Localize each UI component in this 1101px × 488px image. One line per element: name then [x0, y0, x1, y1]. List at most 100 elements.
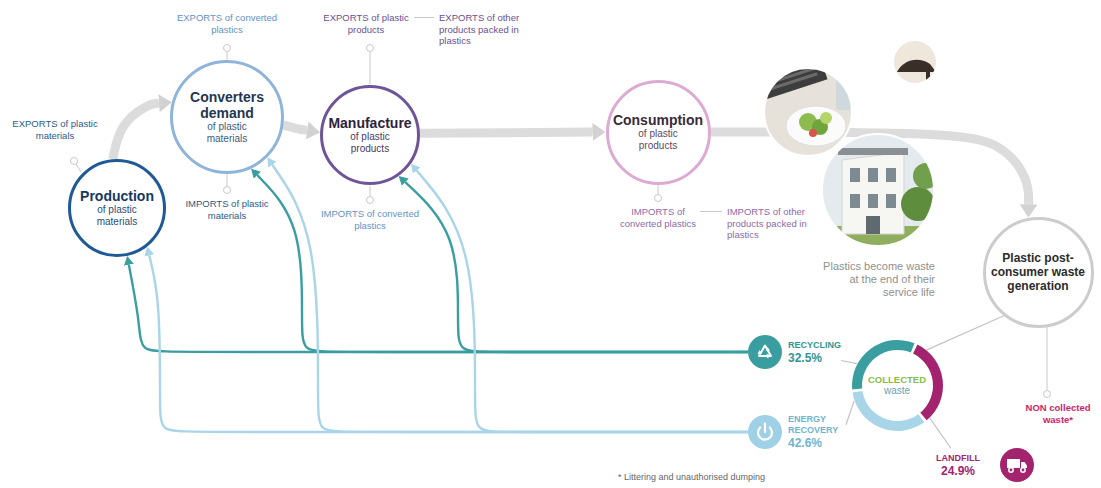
text-block: Manufactureof plastic products — [328, 115, 411, 155]
flow-band — [283, 125, 307, 130]
sky — [822, 134, 934, 246]
truck-wheel — [1021, 468, 1025, 472]
power-icon — [748, 415, 782, 449]
desk-photo — [759, 60, 856, 160]
node-subtitle: of plastic materials — [86, 204, 148, 228]
roof — [838, 148, 908, 155]
recycle-symbol — [759, 346, 771, 357]
node-title: Consumption — [613, 112, 703, 128]
node-title: RECYCLING — [788, 340, 841, 351]
window — [850, 194, 860, 208]
leader-dot — [224, 187, 231, 194]
node-subtitle: 24.9% — [936, 464, 980, 478]
node-subtitle: 32.5% — [788, 351, 841, 365]
leader-connector — [846, 401, 854, 425]
return-flow-arrow — [405, 182, 748, 352]
recycling-node: RECYCLING32.5% — [748, 335, 841, 369]
flow-label: EXPORTS of converted plastics — [172, 12, 282, 35]
collected-donut: COLLECTEDwaste — [851, 339, 944, 432]
truck-body — [1007, 459, 1020, 468]
tree — [901, 187, 935, 221]
node-title: Converters demand — [181, 89, 273, 121]
leader-dot — [367, 197, 374, 204]
leader-line — [370, 186, 371, 196]
plate — [786, 106, 846, 146]
leader-line — [700, 211, 722, 212]
flow-band — [420, 132, 593, 133]
flow-label: IMPORTS of plastic materials — [172, 198, 282, 221]
tomato — [809, 129, 817, 137]
tree — [913, 163, 939, 189]
text-block: LANDFILL24.9% — [936, 453, 980, 478]
text-block: Productionof plastic materials — [80, 188, 154, 228]
stage-circle: Productionof plastic materials — [68, 159, 166, 257]
recycle-arrows — [758, 347, 771, 359]
node-title: LANDFILL — [936, 453, 980, 464]
truck-icon — [1000, 448, 1034, 482]
house-photo — [822, 134, 939, 246]
flow-label: IMPORTS of converted plastics — [618, 206, 698, 229]
energy-recovery-node: ENERGY RECOVERY42.6% — [748, 414, 846, 450]
return-flow-arrow — [149, 255, 748, 432]
icon-disc — [1000, 448, 1034, 482]
circle-outline — [172, 62, 283, 173]
text-block: Plastic post-consumer waste generation — [990, 251, 1086, 293]
salad — [820, 112, 832, 124]
waste-circle: Plastic post-consumer waste generation — [983, 217, 1094, 328]
window — [886, 194, 896, 208]
leader-dot — [224, 45, 231, 52]
text-block: RECYCLING32.5% — [788, 340, 841, 365]
window — [868, 194, 878, 208]
node-title: Production — [80, 188, 154, 204]
landfill-node: LANDFILL24.9% — [936, 448, 1034, 482]
flow-label: EXPORTS of plastic materials — [5, 118, 105, 141]
donut-ground — [852, 340, 943, 431]
circle-outline — [322, 87, 419, 184]
node-title: Manufacture — [328, 115, 411, 131]
flow-label: NON collected waste* — [1020, 402, 1096, 425]
shoe-photo — [892, 40, 938, 86]
photo-rim — [893, 40, 937, 84]
leader-dot — [367, 45, 374, 52]
node-subtitle: 42.6% — [788, 436, 846, 450]
donut-segment — [852, 391, 924, 431]
node-subtitle: of plastic materials — [196, 121, 258, 145]
shoe — [897, 60, 936, 72]
leader-connector — [926, 316, 1004, 350]
leader-line — [76, 164, 81, 172]
leader-dot — [1044, 391, 1051, 398]
window — [850, 168, 860, 182]
leader-dot — [655, 195, 662, 202]
flow-label: EXPORTS of other products packed in plas… — [439, 12, 544, 47]
icon-disc — [748, 335, 782, 369]
leader-line — [1047, 327, 1048, 390]
truck-wheel — [1009, 468, 1013, 472]
door — [866, 216, 880, 234]
photo-rim — [822, 134, 934, 246]
return-flow-arrow — [417, 171, 748, 432]
flow-band — [113, 103, 159, 159]
donut-segments — [851, 339, 942, 430]
truck-cab — [1021, 462, 1027, 468]
window — [868, 168, 878, 182]
circle-outline — [607, 81, 709, 183]
node-subtitle: of plastic products — [339, 131, 401, 155]
text-block: ENERGY RECOVERY42.6% — [788, 414, 846, 450]
note: Plastics become waste at the end of thei… — [817, 260, 935, 299]
flow-label: IMPORTS of other products packed in plas… — [727, 206, 822, 241]
node-title: Plastic post-consumer waste generation — [990, 251, 1086, 293]
text-block: COLLECTEDwaste — [868, 374, 926, 397]
text-block: Converters demandof plastic materials — [181, 89, 273, 145]
text-block: Consumptionof plastic products — [613, 112, 703, 152]
leader-connector — [841, 361, 857, 364]
return-flow-arrow — [257, 175, 748, 352]
flow-label: EXPORTS of plastic products — [318, 12, 414, 35]
leader-line — [370, 52, 371, 84]
flow-label: IMPORTS of converted plastics — [318, 208, 422, 231]
icon-disc — [748, 415, 782, 449]
stage-circle: Manufactureof plastic products — [320, 85, 420, 185]
power-symbol — [764, 424, 766, 433]
